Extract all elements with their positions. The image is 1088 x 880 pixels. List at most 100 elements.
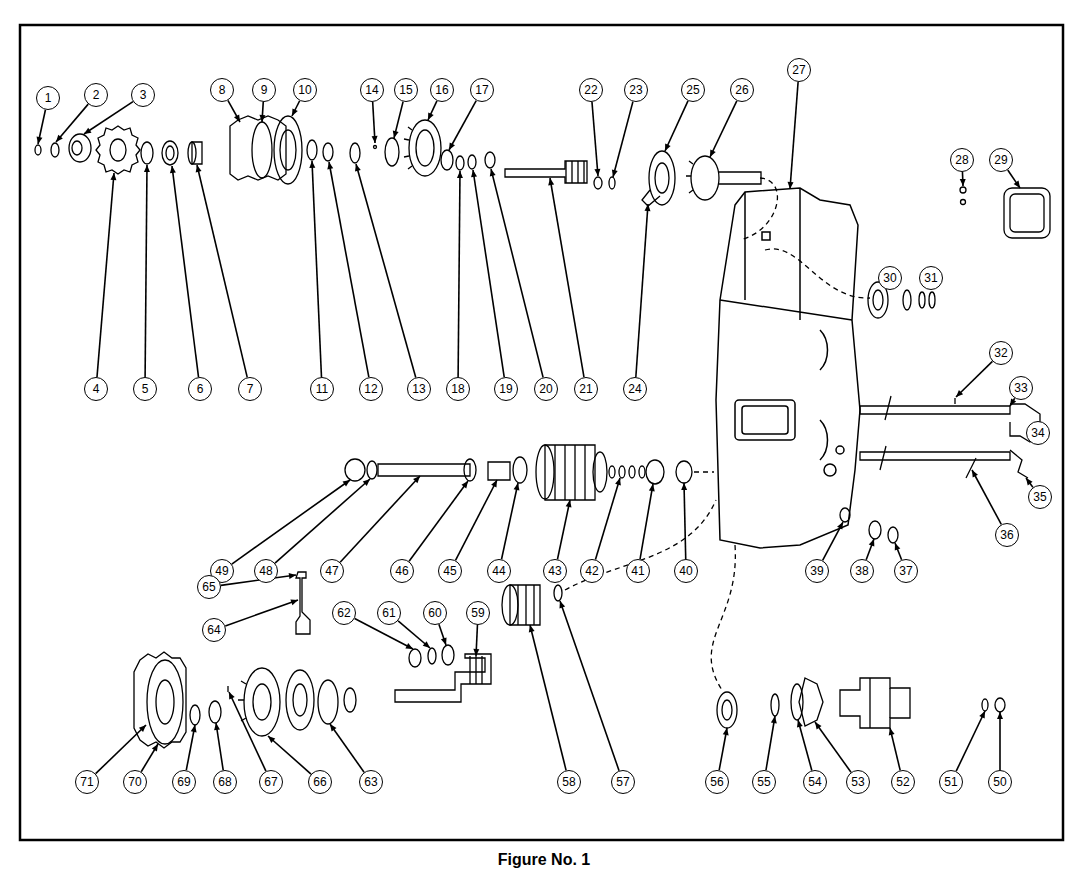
callout-circle: 6 bbox=[188, 377, 212, 401]
callout-number: 61 bbox=[382, 607, 395, 619]
part-outline bbox=[69, 134, 91, 162]
leader-line bbox=[340, 476, 420, 562]
callout-circle: 14 bbox=[360, 78, 384, 102]
leader-arrowhead bbox=[170, 166, 176, 173]
part-outline bbox=[545, 445, 595, 500]
callout-number: 16 bbox=[435, 84, 448, 96]
leader-line bbox=[550, 178, 584, 377]
part-outline bbox=[649, 151, 675, 205]
leader-arrowhead bbox=[710, 149, 716, 157]
callout-circle: 27 bbox=[787, 58, 811, 82]
part-outline bbox=[742, 406, 788, 434]
leader-arrowhead bbox=[355, 164, 361, 172]
leader-line bbox=[956, 361, 992, 397]
callout-circle: 17 bbox=[470, 78, 494, 102]
callout-number: 15 bbox=[399, 84, 412, 96]
leader-line bbox=[84, 102, 133, 134]
callout-number: 30 bbox=[883, 272, 896, 284]
callout-number: 56 bbox=[710, 776, 723, 788]
part-outline bbox=[1010, 194, 1044, 232]
leader-arrowhead bbox=[645, 204, 651, 211]
callout-circle: 8 bbox=[210, 78, 234, 102]
part-outline bbox=[166, 146, 174, 160]
part-outline bbox=[888, 527, 898, 543]
part-outline bbox=[719, 172, 761, 184]
callout-circle: 3 bbox=[131, 83, 155, 107]
part-outline bbox=[593, 452, 607, 492]
part-outline bbox=[134, 652, 186, 748]
leader-arrowhead bbox=[471, 170, 477, 177]
part-outline bbox=[307, 140, 317, 160]
leader-arrowhead bbox=[405, 643, 413, 649]
callout-circle: 59 bbox=[466, 601, 490, 625]
part-outline bbox=[253, 684, 271, 720]
callout-number: 64 bbox=[207, 624, 220, 636]
callout-circle: 7 bbox=[238, 377, 262, 401]
part-outline bbox=[395, 654, 491, 702]
leader-line bbox=[356, 164, 416, 377]
leader-arrowhead bbox=[423, 641, 430, 648]
callout-circle: 10 bbox=[293, 78, 317, 102]
callout-number: 25 bbox=[686, 84, 699, 96]
part-outline bbox=[717, 692, 737, 728]
part-outline bbox=[536, 445, 554, 499]
callout-number: 68 bbox=[218, 776, 231, 788]
callout-number: 53 bbox=[851, 776, 864, 788]
leader-line bbox=[141, 744, 158, 772]
leader-arrowhead bbox=[363, 479, 370, 486]
callout-number: 50 bbox=[993, 776, 1006, 788]
part-outline bbox=[566, 161, 584, 183]
callout-circle: 70 bbox=[123, 770, 147, 794]
part-outline bbox=[344, 688, 356, 712]
callout-number: 6 bbox=[197, 383, 204, 395]
part-outline bbox=[1004, 188, 1050, 238]
callout-number: 41 bbox=[631, 565, 644, 577]
part-outline bbox=[799, 678, 823, 726]
callout-number: 38 bbox=[855, 565, 868, 577]
part-outline bbox=[350, 143, 360, 163]
callout-number: 71 bbox=[80, 776, 93, 788]
leader-line bbox=[999, 712, 1001, 770]
leader-arrowhead bbox=[529, 625, 535, 633]
part-outline bbox=[510, 585, 540, 625]
part-outline bbox=[995, 698, 1005, 712]
part-outline bbox=[323, 143, 333, 161]
callout-number: 57 bbox=[616, 776, 629, 788]
leader-arrowhead bbox=[559, 601, 565, 609]
part-outline bbox=[404, 127, 412, 169]
callout-circle: 58 bbox=[557, 770, 581, 794]
callout-circle: 50 bbox=[988, 770, 1012, 794]
callout-number: 33 bbox=[1014, 382, 1027, 394]
part-outline bbox=[646, 460, 664, 484]
callout-circle: 34 bbox=[1026, 421, 1050, 445]
part-outline bbox=[820, 330, 828, 460]
callout-number: 20 bbox=[539, 383, 552, 395]
callout-circle: 56 bbox=[705, 770, 729, 794]
callout-number: 59 bbox=[471, 607, 484, 619]
callout-number: 11 bbox=[316, 383, 328, 395]
callout-circle: 26 bbox=[730, 78, 754, 102]
callout-number: 4 bbox=[93, 383, 100, 395]
leader-arrowhead bbox=[144, 165, 150, 172]
leader-arrowhead bbox=[110, 173, 116, 180]
part-outline bbox=[639, 466, 645, 478]
leader-lines bbox=[37, 82, 1033, 774]
leader-arrowhead bbox=[461, 481, 468, 488]
callout-circle: 31 bbox=[919, 266, 943, 290]
leader-line bbox=[866, 539, 874, 560]
part-outline bbox=[824, 464, 836, 476]
callout-circle: 40 bbox=[674, 559, 698, 583]
callout-circle: 19 bbox=[494, 377, 518, 401]
callout-circle: 24 bbox=[623, 377, 647, 401]
part-outline bbox=[110, 139, 126, 161]
part-outline bbox=[518, 585, 534, 625]
leader-arrowhead bbox=[1014, 181, 1020, 188]
leader-line bbox=[491, 169, 543, 377]
leader-line bbox=[684, 483, 686, 559]
leader-arrowhead bbox=[268, 736, 275, 743]
callout-circle: 61 bbox=[377, 601, 401, 625]
leader-line bbox=[956, 711, 985, 771]
part-outline bbox=[565, 500, 716, 590]
leader-arrowhead bbox=[997, 712, 1003, 719]
leader-line bbox=[458, 171, 460, 377]
